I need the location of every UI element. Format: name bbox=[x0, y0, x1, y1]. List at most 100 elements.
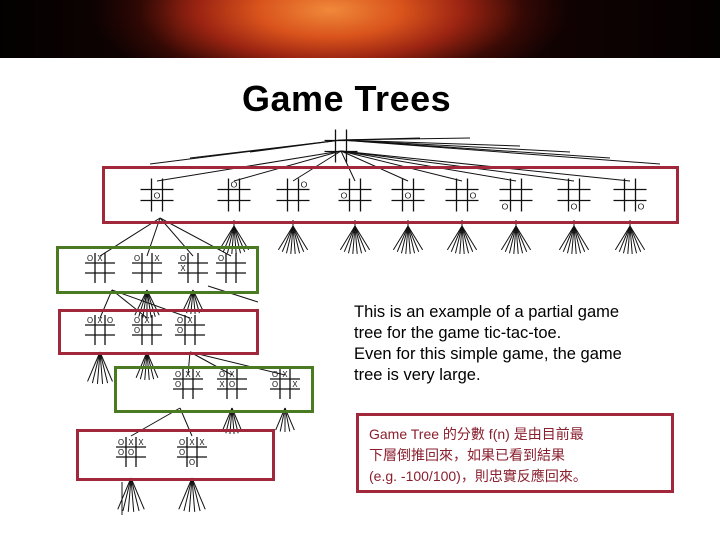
board-mark: X bbox=[154, 254, 160, 263]
board-mark: O bbox=[189, 458, 195, 467]
child-branch bbox=[454, 225, 463, 254]
board-mark: X bbox=[185, 370, 191, 379]
child-branch bbox=[461, 225, 470, 254]
child-branch bbox=[629, 225, 642, 253]
child-branch bbox=[183, 477, 193, 512]
child-branch bbox=[461, 225, 465, 254]
child-branch bbox=[99, 351, 109, 384]
child-branch bbox=[629, 225, 638, 254]
child-branch bbox=[127, 477, 132, 512]
board-mark: X bbox=[187, 316, 193, 325]
child-branch bbox=[571, 225, 575, 254]
child-branch bbox=[142, 289, 148, 318]
child-branch bbox=[396, 225, 409, 253]
description-text: This is an example of a partial game tre… bbox=[354, 302, 694, 386]
child-branch bbox=[292, 225, 301, 254]
board-mark: X bbox=[180, 264, 186, 273]
child-branch bbox=[233, 225, 237, 254]
child-branch bbox=[558, 225, 575, 251]
child-branch bbox=[91, 351, 101, 384]
child-branch bbox=[627, 225, 631, 254]
board-mark: O bbox=[341, 191, 348, 201]
board-mark: O bbox=[87, 316, 93, 325]
level3-edge bbox=[111, 289, 191, 319]
board-mark: O bbox=[134, 316, 140, 325]
child-branch bbox=[400, 225, 409, 254]
child-branch bbox=[281, 225, 294, 253]
board-mark: X bbox=[199, 438, 205, 447]
child-branch bbox=[407, 225, 416, 254]
board-mark: O bbox=[177, 326, 183, 335]
board-mark: X bbox=[189, 438, 195, 447]
child-branch bbox=[407, 225, 411, 254]
board-mark: O bbox=[229, 380, 235, 389]
child-branch bbox=[146, 289, 156, 317]
root-edge bbox=[340, 139, 521, 147]
board-mark: X bbox=[128, 438, 134, 447]
child-branch bbox=[446, 225, 463, 251]
child-branch bbox=[117, 477, 132, 510]
child-branch bbox=[343, 225, 356, 253]
child-branch bbox=[461, 225, 478, 251]
level5-highlight-box bbox=[76, 429, 275, 481]
child-branch bbox=[292, 225, 309, 251]
level4-edge bbox=[189, 351, 233, 376]
child-branch bbox=[122, 477, 132, 512]
child-branch bbox=[191, 477, 206, 510]
child-branch bbox=[614, 225, 631, 251]
child-branch bbox=[233, 225, 250, 251]
board-mark: O bbox=[571, 202, 578, 212]
board-mark: O bbox=[134, 326, 140, 335]
child-branch bbox=[218, 225, 235, 251]
board-mark: O bbox=[134, 254, 140, 263]
note-line: 下層倒推回來，如果已看到結果 bbox=[369, 447, 565, 463]
child-branch bbox=[629, 225, 633, 254]
board-mark: O bbox=[272, 380, 278, 389]
child-branch bbox=[629, 225, 646, 251]
child-branch bbox=[292, 225, 296, 254]
child-branch bbox=[99, 351, 113, 382]
child-branch bbox=[392, 225, 409, 251]
board-mark: X bbox=[97, 316, 103, 325]
board-mark: O bbox=[272, 370, 278, 379]
level2-highlight-box bbox=[56, 246, 259, 294]
root-edge bbox=[340, 139, 661, 165]
description-line: tree is very large. bbox=[354, 366, 481, 384]
child-branch bbox=[573, 225, 582, 254]
score-note-box: Game Tree 的分數 f(n) 是由目前最 下層倒推回來，如果已看到結果 … bbox=[356, 413, 674, 493]
board-mark: O bbox=[175, 380, 181, 389]
child-branch bbox=[573, 225, 590, 251]
child-branch bbox=[292, 225, 305, 253]
board-mark: O bbox=[107, 316, 113, 325]
board-mark: X bbox=[292, 380, 298, 389]
board-mark: O bbox=[179, 448, 185, 457]
level2-edge bbox=[159, 217, 232, 257]
child-branch bbox=[461, 225, 474, 253]
child-branch bbox=[515, 225, 524, 254]
child-branch bbox=[504, 225, 517, 253]
board-mark: O bbox=[470, 191, 477, 201]
child-branch bbox=[515, 225, 532, 251]
child-branch bbox=[562, 225, 575, 253]
child-branch bbox=[130, 477, 140, 512]
child-branch bbox=[513, 225, 517, 254]
child-branch bbox=[96, 351, 101, 384]
child-branch bbox=[139, 351, 148, 380]
child-branch bbox=[99, 351, 104, 384]
child-branch bbox=[566, 225, 575, 254]
child-branch bbox=[130, 477, 135, 512]
child-branch bbox=[405, 225, 409, 254]
board-mark: X bbox=[229, 370, 235, 379]
level3-edge bbox=[111, 289, 148, 319]
child-branch bbox=[146, 351, 159, 378]
child-branch bbox=[622, 225, 631, 254]
child-branch bbox=[277, 225, 294, 251]
child-branch bbox=[290, 225, 294, 254]
level2-edge bbox=[159, 217, 194, 257]
board-mark: O bbox=[118, 448, 124, 457]
board-mark: O bbox=[180, 254, 186, 263]
child-branch bbox=[87, 351, 101, 382]
board-mark: O bbox=[118, 438, 124, 447]
child-branch bbox=[407, 225, 424, 251]
child-branch bbox=[178, 477, 193, 510]
